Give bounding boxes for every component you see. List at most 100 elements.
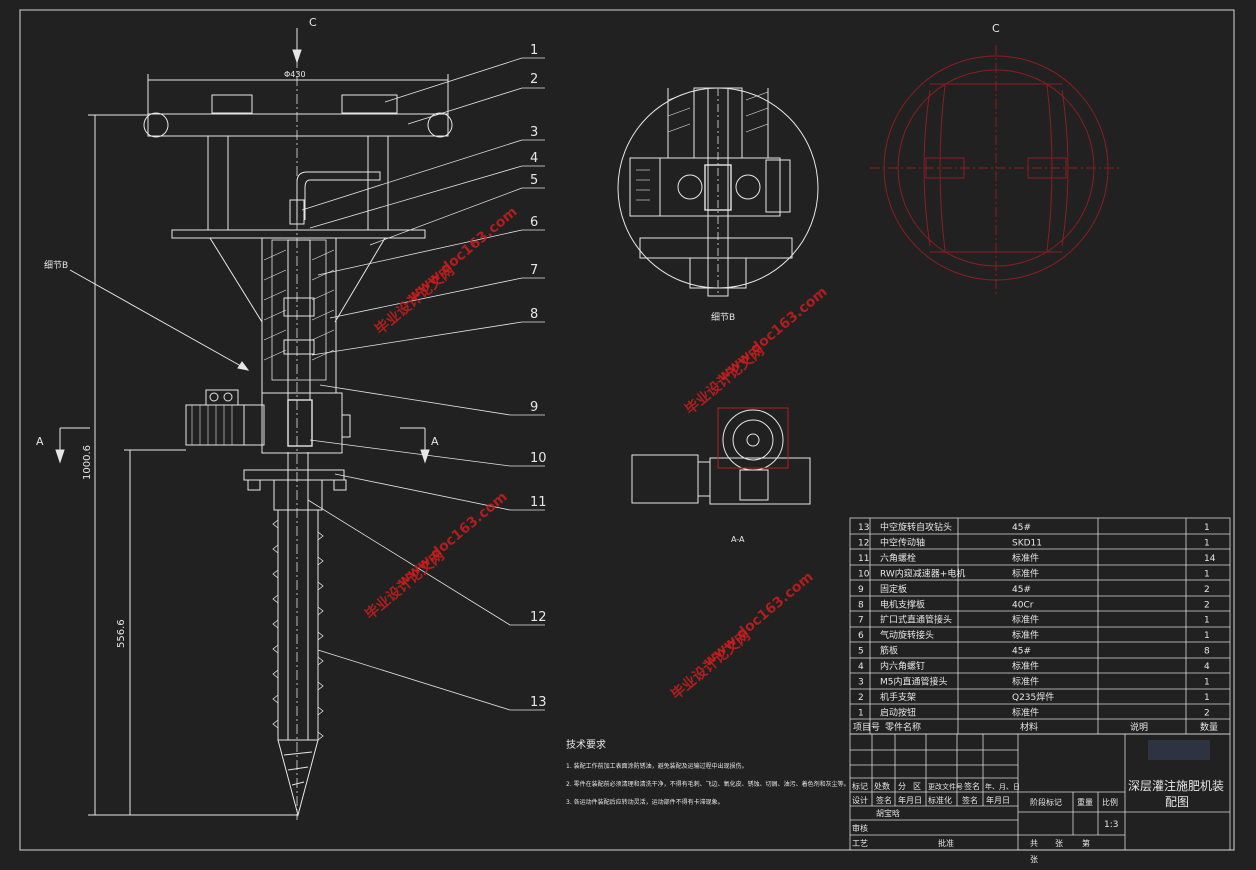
- tech-req-item-3: 3. 各运动件装配后应转动灵活，运动部件不得有卡滞现象。: [566, 798, 724, 806]
- bom-cell-no: 2: [858, 693, 864, 703]
- tech-req-item-1: 1. 装配工作前加工表面涂防锈油，避免装配及运输过程中出现损伤。: [566, 762, 748, 770]
- bom-table: [849, 517, 1231, 735]
- bom-cell-name: 气动旋转接头: [880, 629, 934, 641]
- bom-cell-name: 中空旋转自攻钻头: [880, 521, 952, 533]
- bom-cell-name: 固定板: [880, 583, 907, 595]
- bom-cell-material: SKD11: [1012, 539, 1042, 549]
- height-dimension-lower: 556.6: [116, 619, 127, 648]
- bom-cell-no: 9: [858, 585, 864, 595]
- bom-header-no: 项目号: [853, 722, 880, 733]
- bom-cell-qty: 1: [1204, 539, 1210, 549]
- main-view: [55, 28, 545, 820]
- watermark-url-3: www.doc163.com: [394, 489, 510, 590]
- tb-designer: 胡宝晗: [876, 808, 900, 818]
- tb-standard: 标准化: [928, 795, 952, 805]
- balloon-10: 10: [530, 451, 547, 466]
- bom-cell-qty: 1: [1204, 616, 1210, 626]
- tb-count: 处数: [874, 781, 890, 791]
- tb-design-sign: 签名: [876, 795, 892, 805]
- bom-cell-name: 扩口式直通管接头: [880, 614, 952, 626]
- tb-weight: 重量: [1077, 797, 1093, 807]
- view-c-label: C: [992, 22, 1000, 35]
- bom-cell-material: 标准件: [1012, 567, 1039, 579]
- tb-scale-label: 比例: [1102, 797, 1118, 807]
- tb-title-line2: 配图: [1165, 795, 1189, 809]
- bom-cell-name: RW内窥减速器+电机: [880, 567, 965, 579]
- bom-header-note: 说明: [1130, 721, 1148, 733]
- section-mark-a-left: A: [36, 435, 44, 448]
- bom-cell-no: 5: [858, 647, 864, 657]
- bom-cell-material: 45#: [1012, 585, 1031, 595]
- balloon-11: 11: [530, 495, 547, 510]
- balloon-3: 3: [530, 125, 538, 140]
- tb-design: 设计: [852, 795, 868, 805]
- tb-mark: 标记: [852, 781, 868, 791]
- bom-header-material: 材料: [1020, 721, 1038, 733]
- bom-cell-qty: 2: [1204, 708, 1210, 718]
- detail-b-label: 细节B: [44, 259, 68, 271]
- detail-b-title: 细节B: [711, 311, 735, 323]
- tb-standard-sign: 签名: [962, 795, 978, 805]
- balloon-2: 2: [530, 72, 538, 87]
- bom-cell-no: 8: [858, 600, 864, 610]
- bom-cell-no: 7: [858, 616, 864, 626]
- bom-cell-name: 电机支撑板: [880, 598, 925, 610]
- bom-cell-no: 11: [858, 554, 869, 564]
- bom-cell-qty: 2: [1204, 600, 1210, 610]
- balloon-12: 12: [530, 610, 547, 625]
- tb-sheet-no: 第: [1082, 838, 1090, 848]
- section-mark-c: C: [309, 16, 317, 29]
- tb-approve: 批准: [938, 838, 954, 848]
- bom-cell-name: M5内直通管接头: [880, 676, 948, 688]
- detail-b-view: [617, 87, 819, 297]
- tb-title-line1: 深层灌注施肥机装: [1128, 778, 1224, 793]
- balloon-7: 7: [530, 263, 538, 278]
- tb-review: 审核: [852, 823, 868, 833]
- bom-cell-qty: 1: [1204, 569, 1210, 579]
- balloon-5: 5: [530, 173, 538, 188]
- balloon-numbers: 1 2 3 4 5 6 7 8 9 10 11 12 13: [530, 43, 547, 710]
- bom-header-name: 零件名称: [885, 721, 921, 733]
- bom-cell-no: 10: [858, 569, 870, 579]
- view-c: [870, 45, 1120, 295]
- technical-requirements: 技术要求 1. 装配工作前加工表面涂防锈油，避免装配及运输过程中出现损伤。 2.…: [566, 738, 850, 806]
- balloon-9: 9: [530, 400, 538, 415]
- tb-region: 区: [913, 782, 921, 791]
- bom-cell-qty: 14: [1204, 554, 1216, 564]
- bom-cell-no: 6: [858, 631, 864, 641]
- bom-cell-material: 标准件: [1012, 629, 1039, 641]
- bom-cell-material: 45#: [1012, 647, 1031, 657]
- bom-cell-material: 40Cr: [1012, 600, 1034, 610]
- tb-sheets: 张: [1055, 839, 1063, 848]
- bom-cell-material: 标准件: [1012, 660, 1039, 672]
- bom-header-qty: 数量: [1200, 721, 1218, 733]
- tb-change-doc: 更改文件号: [928, 782, 963, 791]
- bom-cell-no: 13: [858, 523, 869, 533]
- bom-cell-material: 45#: [1012, 523, 1031, 533]
- tb-standard-date: 年月日: [986, 795, 1010, 805]
- tech-req-title: 技术要求: [566, 738, 606, 751]
- tech-req-item-2: 2. 零件在装配前必须清理和清洗干净，不得有毛刺、飞边、氧化皮、锈蚀、切屑、油污…: [566, 780, 850, 788]
- bom-cell-material: 标准件: [1012, 552, 1039, 564]
- bom-cell-name: 筋板: [880, 645, 898, 657]
- bom-cell-material: Q235焊件: [1012, 691, 1054, 703]
- tb-sheet-unit: 张: [1030, 855, 1038, 864]
- bom-cell-no: 12: [858, 539, 869, 549]
- bom-cell-no: 3: [858, 678, 864, 688]
- tb-zone: 分: [898, 782, 906, 791]
- bom-cell-qty: 1: [1204, 693, 1210, 703]
- bom-header: 项目号 零件名称 材料 说明 数量: [853, 721, 1218, 733]
- watermark-url-2: www.doc163.com: [714, 284, 830, 385]
- tb-scale: 1:3: [1104, 820, 1118, 830]
- watermark-url-1: www.doc163.com: [404, 204, 520, 305]
- bom-cell-material: 标准件: [1012, 676, 1039, 688]
- title-block: [849, 733, 1231, 851]
- bom-cell-qty: 1: [1204, 523, 1210, 533]
- bom-cell-no: 1: [858, 708, 864, 718]
- width-dimension: Φ430: [284, 70, 306, 79]
- tb-total: 共: [1030, 839, 1038, 848]
- balloon-1: 1: [530, 43, 538, 58]
- balloon-13: 13: [530, 695, 547, 710]
